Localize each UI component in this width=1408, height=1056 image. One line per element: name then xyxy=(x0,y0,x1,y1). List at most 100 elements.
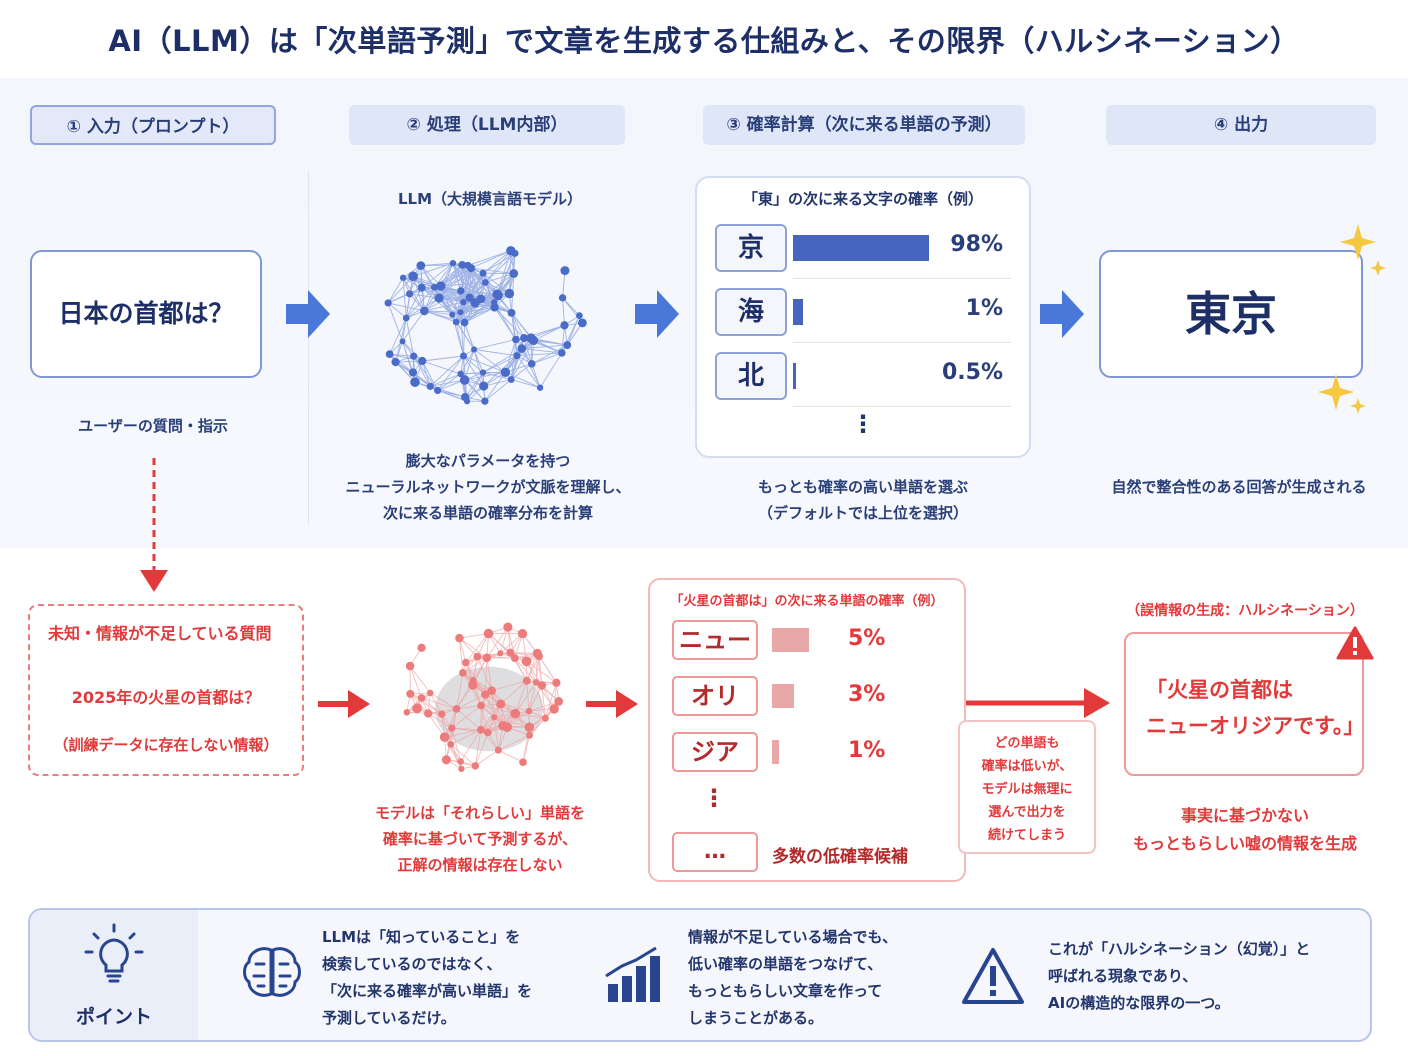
probability-bar xyxy=(772,628,809,652)
point-text-1: LLMは「知っていること」を 検索しているのではなく、 「次に来る確率が高い単語… xyxy=(322,924,582,1032)
more-candidates-box: … xyxy=(672,832,758,872)
candidate-token: ニュー xyxy=(672,620,758,660)
output-card: 東京 xyxy=(1099,250,1363,378)
probability-value: 1% xyxy=(848,738,886,763)
point-text-2: 情報が不足している場合でも、 低い確率の単語をつなげて、 もっともらしい文章を作… xyxy=(688,924,948,1032)
sparkle-icon xyxy=(1318,374,1366,414)
point-line: もっともらしい文章を作って xyxy=(688,982,883,1000)
point-line: LLMは「知っていること」を xyxy=(322,928,521,946)
caption-line: 事実に基づかない xyxy=(1180,806,1309,825)
output-line: 「火星の首都は xyxy=(1146,678,1293,702)
process-caption-line: 膨大なパラメータを持つ xyxy=(405,452,571,470)
point-line: 情報が不足している場合でも、 xyxy=(688,928,898,946)
brain-icon xyxy=(243,947,301,997)
probability-value: 1% xyxy=(965,296,1003,321)
input-caption: ユーザーの質問・指示 xyxy=(78,417,228,435)
point-panel: ポイント LLMは「知っていること」を 検索しているのではなく、 「次に来る確率… xyxy=(28,908,1372,1042)
unknown-question-text: 2025年の火星の首都は？ xyxy=(71,688,261,707)
warning-icon xyxy=(962,948,1024,1004)
step-header-output: ④ 出力 xyxy=(1106,105,1376,145)
point-line: しまうことがある。 xyxy=(688,1009,824,1027)
unknown-question-header: 未知・情報が不足している質問 xyxy=(48,624,272,643)
note-line: 続けてしまう xyxy=(987,828,1066,843)
probability-value: 5% xyxy=(848,626,886,651)
probability-bar xyxy=(772,684,794,708)
step-header-input: ① 入力（プロンプト） xyxy=(30,105,276,145)
probability-card: 「東」の次に来る文字の確率（例） 京 98% 海 1% 北 0.5% ⋮ xyxy=(695,176,1031,458)
probability-bar xyxy=(793,235,929,261)
hallucination-output-header: （誤情報の生成：ハルシネーション） xyxy=(1126,603,1364,619)
neural-network-icon xyxy=(403,622,564,772)
row-divider xyxy=(793,278,1011,279)
hallucination-probability-title: 「火星の首都は」の次に来る単語の確率（例） xyxy=(670,594,944,609)
candidate-token: 京 xyxy=(715,224,787,272)
probability-caption: もっとも確率の高い単語を選ぶ （デフォルトでは上位を選択） xyxy=(700,474,1026,526)
forced-output-note: どの単語も 確率は低いが、 モデルは無理に 選んで出力を 続けてしまう xyxy=(958,720,1096,854)
caption-line: モデルは「それらしい」単語を xyxy=(374,804,585,822)
probability-value: 3% xyxy=(848,682,886,707)
bar-chart-icon xyxy=(605,946,660,1002)
point-text-3: これが「ハルシネーション（幻覚）」と 呼ばれる現象であり、 AIの構造的な限界の… xyxy=(1048,936,1358,1017)
model-label: LLM（大規模言語モデル） xyxy=(397,190,583,208)
prompt-text: 日本の首都は？ xyxy=(58,299,234,328)
row-divider xyxy=(793,406,1011,407)
probability-bar xyxy=(793,299,803,325)
point-label: ポイント xyxy=(75,1006,152,1028)
unknown-question-card: 未知・情報が不足している質問 2025年の火星の首都は？ （訓練データに存在しな… xyxy=(28,604,304,776)
hallucination-output-caption: 事実に基づかない もっともらしい嘘の情報を生成 xyxy=(1110,802,1380,858)
candidate-token: オリ xyxy=(672,676,758,716)
probability-value: 98% xyxy=(950,232,1003,257)
lightbulb-icon xyxy=(84,923,144,983)
probability-bar xyxy=(793,363,796,389)
point-label-area: ポイント xyxy=(30,910,198,1040)
output-line: ニューオリジアです。」 xyxy=(1146,714,1365,738)
arrow-right-red-icon xyxy=(586,690,638,718)
sparkle-icon xyxy=(1340,224,1386,276)
arrow-right-icon xyxy=(1040,290,1084,338)
warning-icon xyxy=(1336,626,1374,660)
note-line: モデルは無理に xyxy=(981,782,1073,797)
note-line: どの単語も xyxy=(994,736,1060,751)
step-header-probability: ③ 確率計算（次に来る単語の予測） xyxy=(703,105,1025,145)
process-caption-line: 次に来る単語の確率分布を計算 xyxy=(382,504,593,522)
ellipsis: ⋮ xyxy=(851,410,875,438)
candidate-token: 北 xyxy=(715,352,787,400)
process-caption: 膨大なパラメータを持つ ニューラルネットワークが文脈を理解し、 次に来る単語の確… xyxy=(318,448,658,526)
ellipsis: ⋮ xyxy=(702,784,726,812)
probability-title: 「東」の次に来る文字の確率（例） xyxy=(742,190,983,208)
caption-line: 正解の情報は存在しない xyxy=(397,856,563,874)
more-candidates-label: 多数の低確率候補 xyxy=(772,847,908,867)
note-line: 確率は低いが、 xyxy=(981,759,1073,774)
point-line: これが「ハルシネーション（幻覚）」と xyxy=(1048,940,1311,958)
arrow-right-icon xyxy=(635,290,679,338)
model-uncertain-caption: モデルは「それらしい」単語を 確率に基づいて予測するが、 正解の情報は存在しない xyxy=(330,800,630,878)
probability-caption-line: もっとも確率の高い単語を選ぶ xyxy=(757,478,968,496)
candidate-token: 海 xyxy=(715,288,787,336)
output-answer: 東京 xyxy=(1185,287,1277,341)
prompt-card: 日本の首都は？ xyxy=(30,250,262,378)
point-line: 「次に来る確率が高い単語」を xyxy=(322,982,533,1000)
probability-caption-line: （デフォルトでは上位を選択） xyxy=(757,504,968,522)
neural-network-icon xyxy=(384,246,587,405)
output-caption: 自然で整合性のある回答が生成される xyxy=(1111,478,1367,496)
unknown-question-note: （訓練データに存在しない情報） xyxy=(53,736,279,754)
divider xyxy=(308,170,309,525)
point-line: 呼ばれる現象であり、 xyxy=(1048,967,1198,985)
page-title: AI（LLM）は「次単語予測」で文章を生成する仕組みと、その限界（ハルシネーショ… xyxy=(108,24,1300,58)
point-line: AIの構造的な限界の一つ。 xyxy=(1048,994,1230,1012)
caption-line: もっともらしい嘘の情報を生成 xyxy=(1132,834,1357,853)
note-line: 選んで出力を xyxy=(988,805,1066,820)
arrow-right-red-icon xyxy=(318,690,370,718)
candidate-token: ジア xyxy=(672,732,758,772)
hallucination-output-card: 「火星の首都は ニューオリジアです。」 xyxy=(1124,632,1364,776)
caption-line: 確率に基づいて予測するが、 xyxy=(382,830,578,848)
row-divider xyxy=(793,342,1011,343)
step-header-process: ② 処理（LLM内部） xyxy=(349,105,625,145)
point-line: 低い確率の単語をつなげて、 xyxy=(688,955,883,973)
process-caption-line: ニューラルネットワークが文脈を理解し、 xyxy=(345,478,631,496)
arrow-right-icon xyxy=(286,290,330,338)
arrow-right-red-icon xyxy=(966,688,1110,718)
probability-value: 0.5% xyxy=(941,360,1003,385)
point-line: 検索しているのではなく、 xyxy=(322,955,502,973)
